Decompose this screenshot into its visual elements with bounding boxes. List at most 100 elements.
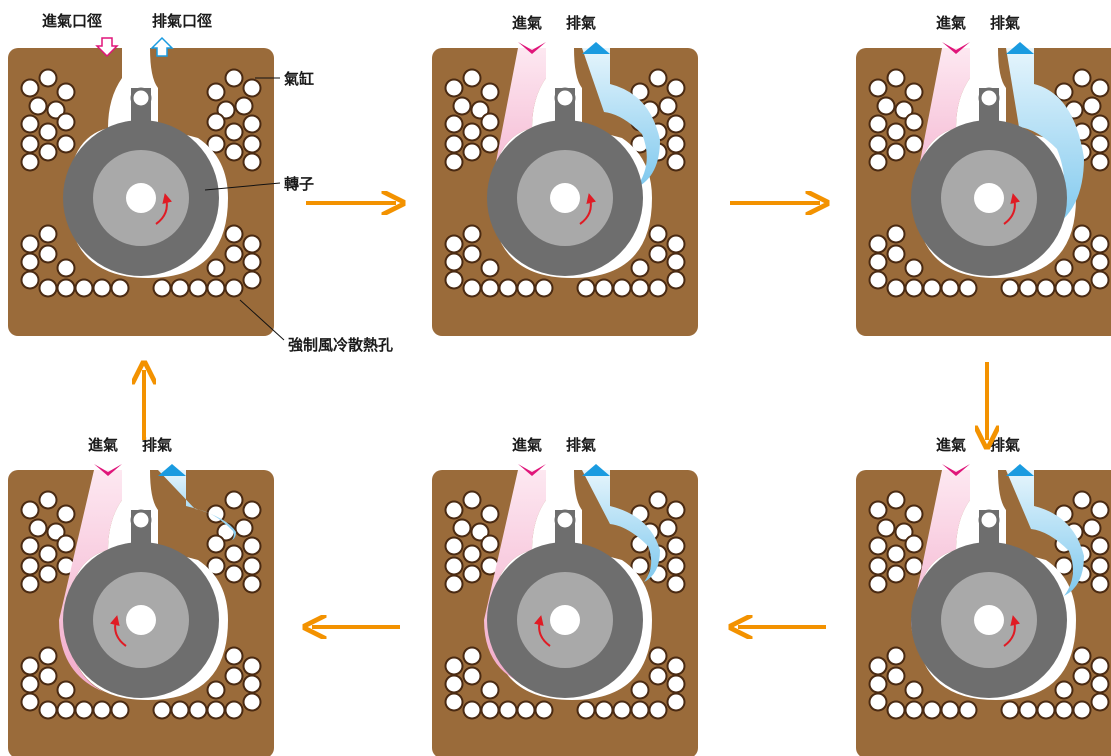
cooling-hole (112, 280, 128, 296)
cooling-hole (58, 536, 74, 552)
cooling-hole (500, 702, 516, 718)
pump-panel (8, 48, 274, 336)
cooling-hole (464, 546, 480, 562)
cooling-hole (888, 246, 904, 262)
cooling-hole (58, 260, 74, 276)
cooling-hole (888, 566, 904, 582)
cooling-hole (464, 246, 480, 262)
cooling-hole (870, 254, 886, 270)
cooling-hole (888, 280, 904, 296)
intake-gas (484, 470, 546, 684)
cooling-hole (1056, 260, 1072, 276)
cooling-hole (906, 114, 922, 130)
cooling-hole (154, 280, 170, 296)
cooling-hole (650, 702, 666, 718)
cooling-hole (190, 702, 206, 718)
cooling-hole (172, 280, 188, 296)
blue-up-arrow-icon (582, 42, 610, 54)
rotor-leader-line (204, 182, 281, 191)
intake-label: 進氣 (936, 436, 966, 454)
cooling-hole (668, 80, 684, 96)
red-curved-arrow-icon (109, 615, 127, 647)
cooling-hole (1074, 648, 1090, 664)
cooling-hole (906, 84, 922, 100)
cooling-hole (22, 154, 38, 170)
blue-up-arrow-icon (1006, 42, 1034, 54)
cooling-hole (536, 280, 552, 296)
cooling-hole (94, 702, 110, 718)
pink-down-arrow-icon (518, 42, 546, 54)
cooling-hole (40, 546, 56, 562)
cooling-hole (632, 682, 648, 698)
shaft (974, 183, 1004, 213)
cooling-hole (1038, 280, 1054, 296)
cooling-hole (1084, 98, 1100, 114)
cooling-hole (870, 236, 886, 252)
cooling-hole (482, 114, 498, 130)
cooling-hole (244, 502, 260, 518)
cooling-hole (446, 576, 462, 592)
cooling-hole (58, 84, 74, 100)
cooling-hole (668, 154, 684, 170)
cooling-hole (22, 502, 38, 518)
cooling-hole (112, 702, 128, 718)
cooling-hole (226, 668, 242, 684)
cooling-hole (500, 280, 516, 296)
cooling-hole (870, 154, 886, 170)
cooling-hole (1092, 136, 1108, 152)
cooling-hole (40, 124, 56, 140)
cooling-hole (76, 702, 92, 718)
pump-panel: 進氣排氣 (856, 436, 1111, 756)
cooling-hole (888, 668, 904, 684)
cooling-hole (870, 576, 886, 592)
cooling-hole (1020, 280, 1036, 296)
exhaust-port-marker-icon (150, 36, 174, 57)
cooling-hole (482, 682, 498, 698)
cooling-hole (58, 280, 74, 296)
cooling-holes (444, 490, 686, 720)
cooling-hole (226, 566, 242, 582)
cooling-hole (226, 70, 242, 86)
cooling-hole (464, 280, 480, 296)
red-curved-arrow-icon (155, 193, 173, 225)
cooling-hole (1020, 702, 1036, 718)
blue-up-arrow-icon (1006, 464, 1034, 476)
cooling-hole (40, 144, 56, 160)
intake-port-marker-icon (95, 37, 119, 58)
vane-pin (978, 87, 1000, 109)
cooling-hole (1056, 506, 1072, 522)
pump-panel: 進氣排氣 (8, 436, 274, 756)
cooling-hole (668, 676, 684, 692)
cooling-hole (632, 260, 648, 276)
cooling-hole (1074, 280, 1090, 296)
red-curved-arrow-icon (1003, 193, 1021, 225)
cooling-hole (482, 536, 498, 552)
pink-down-arrow-icon (518, 464, 546, 476)
cooling-hole (1092, 272, 1108, 288)
intake-port-label: 進氣口徑 (42, 12, 102, 30)
cooling-holes (444, 68, 686, 298)
cooling-hole (446, 236, 462, 252)
cooling-hole (446, 116, 462, 132)
cooling-hole (1074, 226, 1090, 242)
cooling-hole (870, 272, 886, 288)
cooling-hole (870, 676, 886, 692)
cooling-hole (650, 648, 666, 664)
cooling-hole (614, 280, 630, 296)
cooling-hole (22, 694, 38, 710)
exhaust-label: 排氣 (566, 14, 596, 32)
cooling-hole (1092, 538, 1108, 554)
cooling-hole (668, 272, 684, 288)
cooling-hole (208, 506, 224, 522)
cooling-hole (48, 524, 64, 540)
cooling-hole (218, 524, 234, 540)
exhaust-gas (1006, 470, 1084, 596)
cooling-hole (1002, 702, 1018, 718)
cooling-holes-leader-line (239, 299, 285, 341)
cooling-hole (40, 566, 56, 582)
cooling-hole (870, 136, 886, 152)
cooling-hole (244, 154, 260, 170)
intake-label: 進氣 (936, 14, 966, 32)
cooling-hole (518, 702, 534, 718)
cooling-hole (446, 502, 462, 518)
